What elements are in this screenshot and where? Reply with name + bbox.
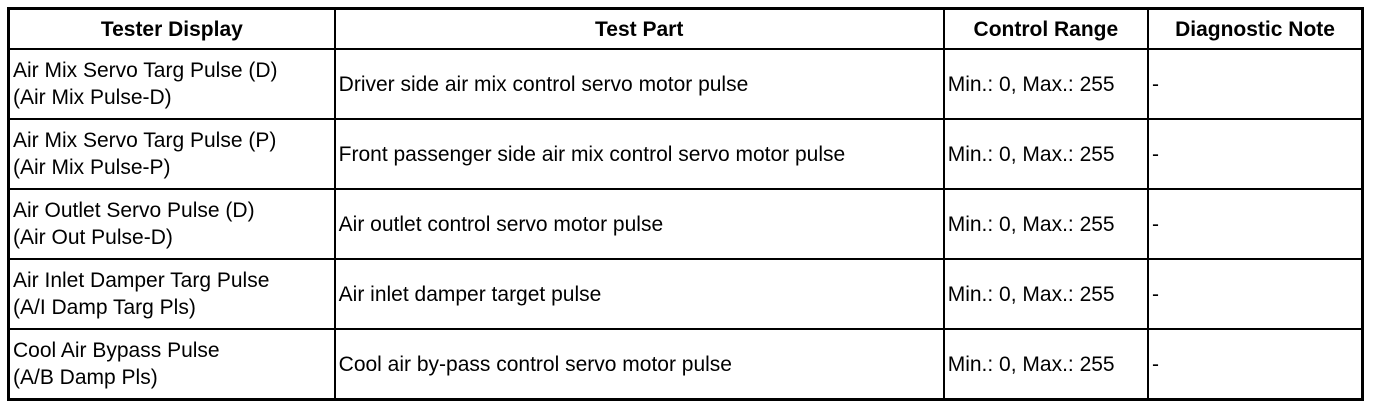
diagnostic-note-cell: - — [1147, 258, 1364, 330]
tester-display-abbrev: (Air Mix Pulse-P) — [13, 156, 171, 179]
control-range-cell: Min.: 0, Max.: 255 — [942, 48, 1150, 120]
diagnostic-note-cell: - — [1147, 188, 1364, 260]
header-diagnostic-note: Diagnostic Note — [1147, 7, 1364, 50]
tester-display-abbrev: (A/I Damp Targ Pls) — [13, 296, 196, 319]
table-row: Air Mix Servo Targ Pulse (D) (Air Mix Pu… — [7, 48, 1364, 120]
control-range-cell: Min.: 0, Max.: 255 — [942, 328, 1150, 401]
diagnostic-note-cell: - — [1147, 118, 1364, 190]
control-range-cell: Min.: 0, Max.: 255 — [942, 258, 1150, 330]
test-part-cell: Cool air by-pass control servo motor pul… — [333, 328, 945, 401]
tester-display-cell: Air Mix Servo Targ Pulse (P) (Air Mix Pu… — [7, 118, 336, 190]
tester-display-cell: Air Inlet Damper Targ Pulse (A/I Damp Ta… — [7, 258, 336, 330]
tester-display-name: Air Outlet Servo Pulse (D) — [13, 199, 255, 222]
tester-display-cell: Cool Air Bypass Pulse (A/B Damp Pls) — [7, 328, 336, 401]
header-control-range: Control Range — [942, 7, 1150, 50]
table-row: Cool Air Bypass Pulse (A/B Damp Pls) Coo… — [7, 328, 1364, 401]
tester-display-name: Air Inlet Damper Targ Pulse — [13, 269, 270, 292]
table-header-row: Tester Display Test Part Control Range D… — [7, 7, 1364, 50]
header-tester-display: Tester Display — [7, 7, 336, 50]
tester-display-cell: Air Outlet Servo Pulse (D) (Air Out Puls… — [7, 188, 336, 260]
tester-display-abbrev: (A/B Damp Pls) — [13, 366, 158, 389]
diagnostic-note-cell: - — [1147, 328, 1364, 401]
test-part-cell: Air outlet control servo motor pulse — [333, 188, 945, 260]
tester-display-abbrev: (Air Out Pulse-D) — [13, 226, 173, 249]
tester-display-name: Cool Air Bypass Pulse — [13, 339, 220, 362]
test-part-cell: Driver side air mix control servo motor … — [333, 48, 945, 120]
control-range-cell: Min.: 0, Max.: 255 — [942, 118, 1150, 190]
header-test-part: Test Part — [333, 7, 945, 50]
test-part-cell: Air inlet damper target pulse — [333, 258, 945, 330]
tester-display-cell: Air Mix Servo Targ Pulse (D) (Air Mix Pu… — [7, 48, 336, 120]
table-row: Air Outlet Servo Pulse (D) (Air Out Puls… — [7, 188, 1364, 260]
tester-display-name: Air Mix Servo Targ Pulse (D) — [13, 59, 278, 82]
table-row: Air Inlet Damper Targ Pulse (A/I Damp Ta… — [7, 258, 1364, 330]
tester-display-name: Air Mix Servo Targ Pulse (P) — [13, 129, 277, 152]
test-part-cell: Front passenger side air mix control ser… — [333, 118, 945, 190]
tester-display-table: Tester Display Test Part Control Range D… — [7, 7, 1364, 401]
diagnostic-note-cell: - — [1147, 48, 1364, 120]
control-range-cell: Min.: 0, Max.: 255 — [942, 188, 1150, 260]
table-row: Air Mix Servo Targ Pulse (P) (Air Mix Pu… — [7, 118, 1364, 190]
tester-display-abbrev: (Air Mix Pulse-D) — [13, 86, 172, 109]
